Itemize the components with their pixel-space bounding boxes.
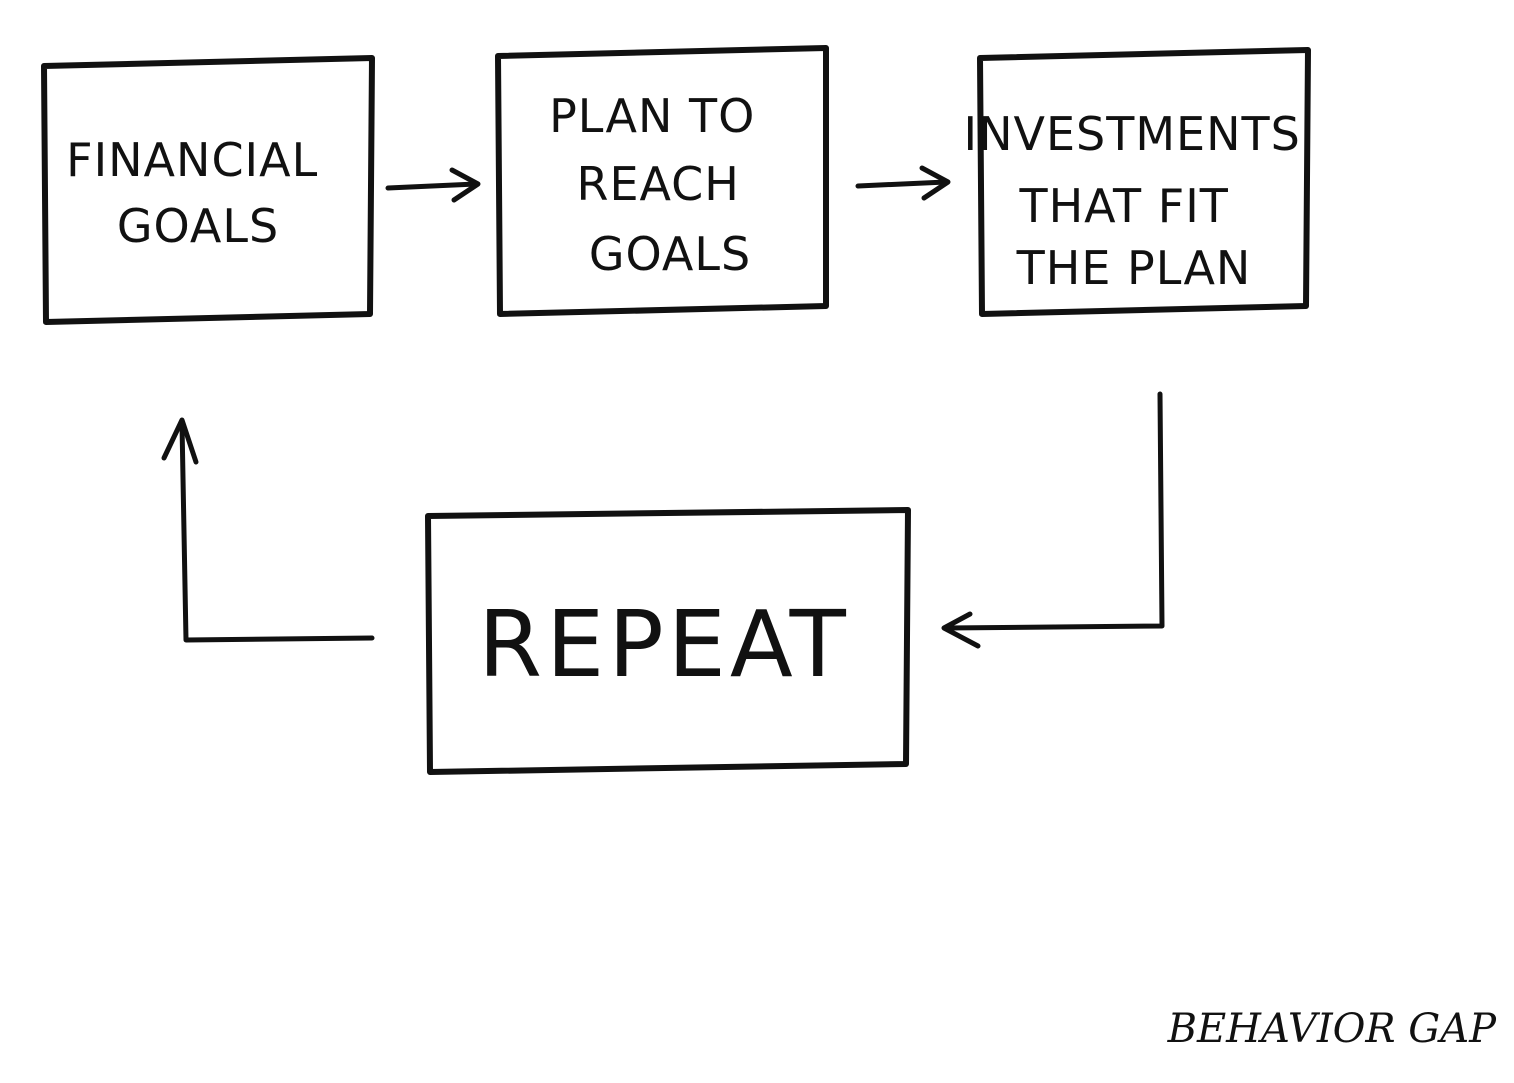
investments-box: INVESTMENTS THAT FIT THE PLAN [964, 47, 1317, 317]
arrow-investments-to-repeat [941, 391, 1165, 649]
arrow-plan-to-investments [855, 165, 951, 201]
investments-box-frame [977, 47, 1311, 317]
arrow-repeat-to-goals-head [161, 417, 199, 465]
arrow-repeat-to-goals-shaft [179, 421, 375, 643]
arrow-plan-to-investments-shaft [855, 179, 949, 189]
arrow-goals-to-plan-shaft [385, 181, 479, 191]
financial-goals-line-1: FINANCIAL [66, 133, 318, 187]
arrow-investments-to-repeat-shaft [943, 391, 1165, 631]
repeat-label: REPEAT [478, 591, 850, 698]
arrow-plan-to-investments-head [919, 165, 951, 201]
arrow-investments-to-repeat-head [941, 611, 981, 649]
arrow-goals-to-plan [385, 167, 481, 203]
arrow-goals-to-plan-head [449, 167, 481, 203]
plan-line-1: PLAN TO [549, 89, 755, 143]
financial-goals-line-2: GOALS [117, 199, 279, 253]
financial-goals-box-frame [41, 55, 375, 325]
repeat-box: REPEAT [425, 507, 911, 775]
investments-label: INVESTMENTS THAT FIT THE PLAN [964, 107, 1317, 295]
repeat-box-frame [425, 507, 911, 775]
plan-line-3: GOALS [589, 227, 751, 281]
plan-box-frame [495, 45, 829, 317]
investments-line-1: INVESTMENTS [964, 107, 1301, 161]
plan-box: PLAN TO REACH GOALS [495, 45, 829, 317]
financial-goals-label: FINANCIAL GOALS [66, 133, 334, 253]
financial-goals-box: FINANCIAL GOALS [41, 55, 375, 325]
plan-line-2: REACH [576, 157, 739, 211]
behavior-gap-signature: BEHAVIOR GAP [1167, 1006, 1498, 1052]
investments-line-3: THE PLAN [1016, 241, 1252, 295]
arrow-repeat-to-goals [161, 417, 375, 643]
plan-label: PLAN TO REACH GOALS [549, 89, 771, 281]
investments-line-2: THAT FIT [1018, 179, 1228, 233]
